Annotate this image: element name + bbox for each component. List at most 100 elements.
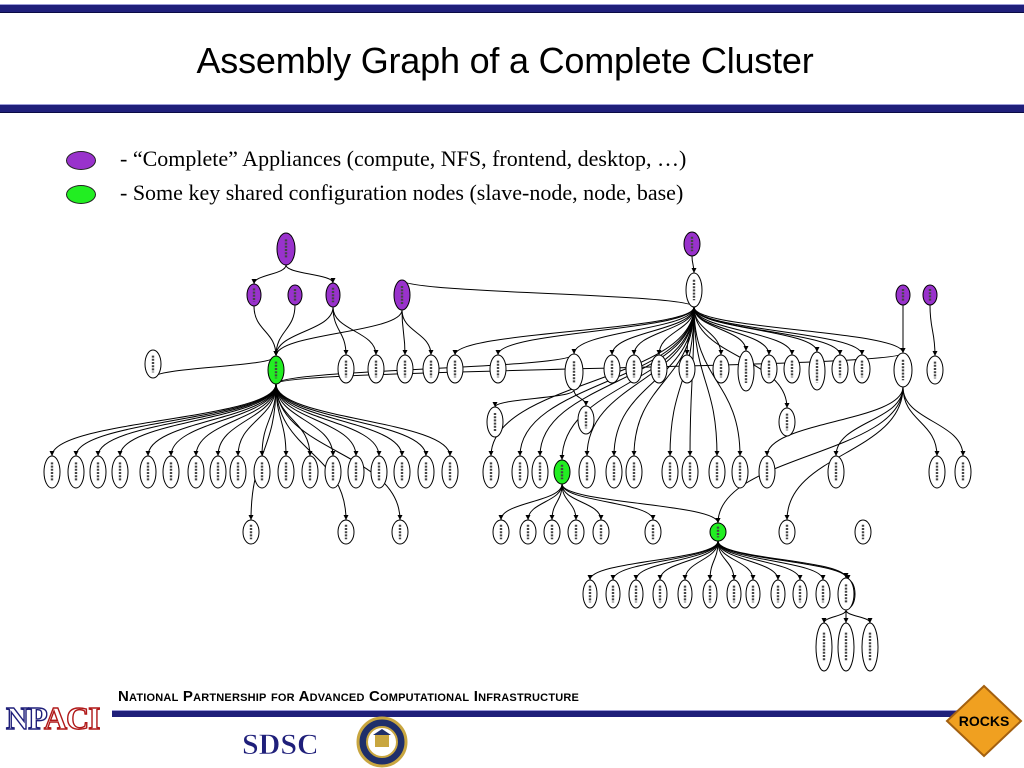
edge-arrowhead — [307, 451, 313, 456]
graph-edge — [689, 306, 695, 457]
graph-edge — [669, 306, 695, 457]
graph-edge — [51, 383, 277, 457]
edge-arrowhead — [583, 401, 589, 406]
graph-edge — [612, 540, 719, 581]
svg-text:ACI: ACI — [44, 700, 100, 736]
edge-arrowhead — [215, 451, 221, 456]
graph-edge — [561, 306, 695, 461]
edge-arrowhead — [397, 515, 403, 520]
edge-arrowhead — [687, 451, 693, 456]
graph-edge — [250, 383, 277, 521]
edge-arrowhead — [684, 350, 690, 355]
edge-arrowhead — [731, 575, 737, 580]
rocks-logo: ROCKS — [945, 684, 1023, 758]
graph-edge — [75, 383, 277, 457]
appliance-node — [393, 279, 411, 311]
edge-arrowhead — [837, 350, 843, 355]
edge-arrowhead — [251, 279, 257, 284]
graph-edge — [275, 306, 334, 357]
purple-oval-icon — [66, 151, 96, 170]
edge-arrowhead — [934, 451, 940, 456]
edge-arrowhead — [193, 451, 199, 456]
graph-edge — [497, 306, 695, 356]
graph-edge — [332, 306, 377, 356]
edge-arrowhead — [707, 575, 713, 580]
edge-arrowhead — [932, 351, 938, 356]
legend: - “Complete” Appliances (compute, NFS, f… — [66, 146, 926, 214]
graph-edge — [195, 383, 277, 457]
edge-arrowhead — [743, 346, 749, 351]
edge-arrowhead — [273, 351, 279, 356]
university-seal-logo — [356, 716, 408, 768]
graph-edge — [929, 304, 936, 357]
edge-arrowhead — [843, 573, 849, 578]
edge-arrowhead — [283, 451, 289, 456]
edge-arrowhead — [95, 451, 101, 456]
edge-arrowhead — [573, 515, 579, 520]
edge-arrowhead — [867, 618, 873, 623]
edge-arrowhead — [960, 451, 966, 456]
graph-edge — [613, 306, 695, 457]
edge-arrowhead — [833, 451, 839, 456]
edge-arrowhead — [775, 575, 781, 580]
legend-item-appliances: - “Complete” Appliances (compute, NFS, f… — [66, 146, 926, 180]
edge-arrowhead — [49, 451, 55, 456]
edge-arrowhead — [650, 515, 656, 520]
graph-edge — [611, 306, 695, 356]
edge-arrowhead — [353, 451, 359, 456]
graph-node — [486, 406, 504, 438]
edge-arrowhead — [598, 515, 604, 520]
edge-arrowhead — [571, 349, 577, 354]
edge-arrowhead — [428, 350, 434, 355]
graph-edge — [633, 306, 695, 457]
graph-edge — [253, 264, 287, 285]
edge-arrowhead — [784, 515, 790, 520]
edge-arrowhead — [821, 618, 827, 623]
graph-edge — [217, 383, 277, 457]
graph-edge — [539, 306, 695, 457]
edge-arrowhead — [235, 451, 241, 456]
edge-arrowhead — [376, 451, 382, 456]
sdsc-logo: SDSC — [242, 728, 319, 760]
graph-edge — [717, 386, 904, 524]
edge-arrowhead — [714, 451, 720, 456]
graph-edge — [253, 305, 277, 357]
graph-edge — [275, 383, 403, 457]
edge-arrowhead — [609, 350, 615, 355]
edge-arrowhead — [715, 518, 721, 523]
graph-edge — [589, 540, 719, 581]
graph-edge — [519, 306, 695, 457]
npaci-logo: NP ACI — [5, 699, 100, 736]
edge-arrowhead — [843, 618, 849, 623]
edge-arrowhead — [656, 350, 662, 355]
graph-edge — [401, 279, 695, 308]
edge-arrowhead — [789, 350, 795, 355]
graph-nodes — [43, 231, 972, 672]
edge-arrowhead — [667, 451, 673, 456]
edge-arrowhead — [330, 451, 336, 456]
graph-edge — [275, 383, 334, 457]
edge-arrowhead — [517, 451, 523, 456]
edge-arrowhead — [145, 451, 151, 456]
edge-arrowhead — [657, 575, 663, 580]
edge-arrowhead — [610, 575, 616, 580]
graph-edge — [401, 309, 432, 356]
edge-arrowhead — [587, 575, 593, 580]
graph-edge — [170, 383, 277, 457]
graph-edge — [717, 540, 847, 579]
edge-arrowhead — [399, 451, 405, 456]
slide-title: Assembly Graph of a Complete Cluster — [196, 40, 814, 81]
edge-arrowhead — [900, 348, 906, 353]
edge-arrowhead — [248, 515, 254, 520]
edge-arrowhead — [330, 278, 336, 283]
edge-arrowhead — [343, 350, 349, 355]
edge-arrowhead — [423, 451, 429, 456]
edge-arrowhead — [633, 575, 639, 580]
edge-arrowhead — [402, 350, 408, 355]
graph-edge — [823, 609, 847, 624]
edge-arrowhead — [537, 451, 543, 456]
edge-arrowhead — [452, 350, 458, 355]
top-rule — [0, 4, 1024, 13]
appliance-node — [895, 284, 911, 306]
edge-arrowhead — [168, 451, 174, 456]
